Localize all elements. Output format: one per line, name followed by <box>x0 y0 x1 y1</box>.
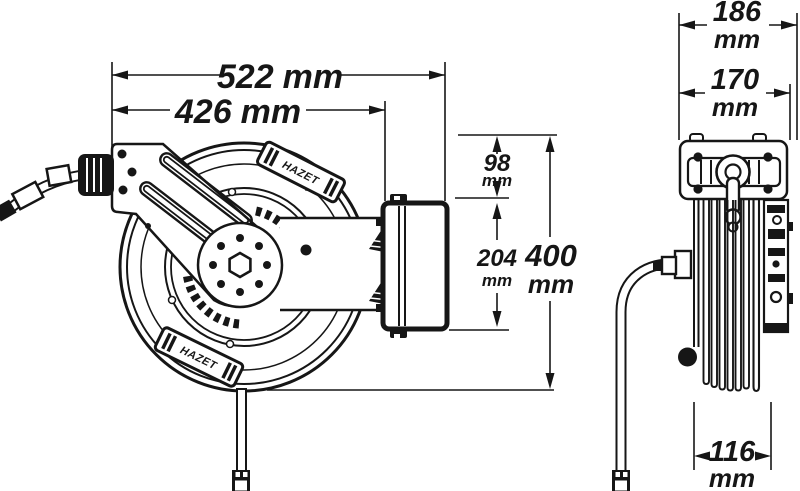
hazet-badge-top: HAZET <box>256 140 346 204</box>
side-view <box>612 133 793 491</box>
hub <box>196 221 312 309</box>
wall-box <box>369 194 450 338</box>
front-view: HAZET HAZET <box>0 140 450 491</box>
dim-98-unit: mm <box>482 171 512 190</box>
band-bolt <box>300 244 312 256</box>
side-drum <box>678 200 761 393</box>
dim-top-offset: 98 mm <box>482 136 512 197</box>
dim-204-value: 204 <box>476 245 517 272</box>
inlet-hose <box>0 154 114 222</box>
dim-170-value: 170 <box>711 64 759 96</box>
dim-204-unit: mm <box>482 271 512 290</box>
latch-mechanism <box>762 198 793 334</box>
hose-gland <box>78 154 114 196</box>
dim-drum-width: 116 mm <box>693 402 772 491</box>
dim-bracket-height: 204 mm <box>476 203 517 327</box>
dim-total-height: 400 mm <box>524 136 577 389</box>
dim-186-unit: mm <box>714 24 760 54</box>
outlet-hose-front <box>232 388 250 491</box>
dim-400-unit: mm <box>528 269 574 299</box>
dim-116-unit: mm <box>709 463 755 491</box>
hose-coupler-side <box>612 470 630 479</box>
hex-nut <box>228 251 252 279</box>
dim-bracket-depth: 170 mm <box>679 64 790 122</box>
dim-total-depth: 186 mm <box>679 0 797 54</box>
dim-170-unit: mm <box>712 92 758 122</box>
dim-400-value: 400 <box>524 238 577 273</box>
side-bracket <box>678 133 789 233</box>
dimension-annotations-side: 186 mm 170 mm 116 mm <box>678 0 798 491</box>
support-band <box>280 216 385 312</box>
dim-98-value: 98 <box>484 150 511 177</box>
guide-roller <box>678 347 697 367</box>
outlet-hose-side <box>612 249 693 491</box>
hose-coupler-front <box>232 470 250 479</box>
hazet-badge-bottom: HAZET <box>153 326 245 388</box>
dim-186-value: 186 <box>713 0 762 28</box>
dim-116-value: 116 <box>709 436 756 468</box>
